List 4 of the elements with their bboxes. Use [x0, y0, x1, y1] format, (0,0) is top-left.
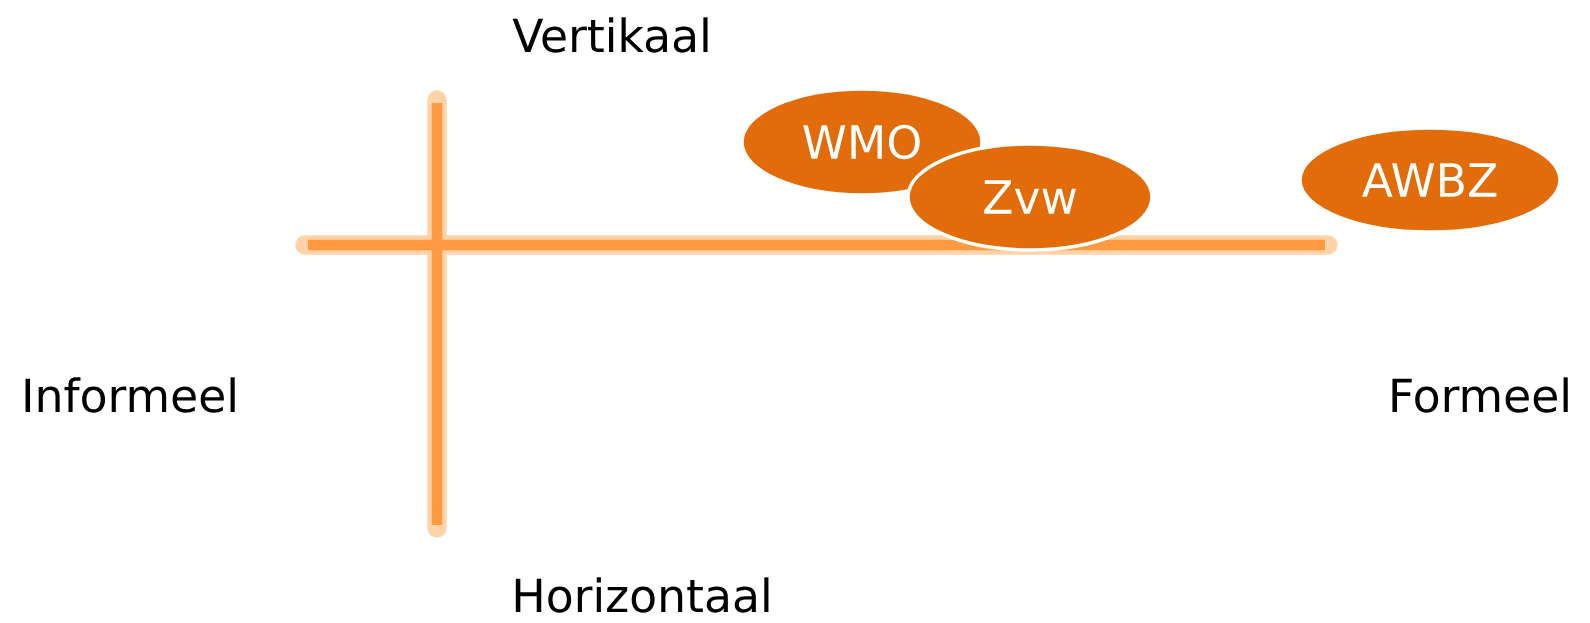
axis-label: Formeel: [1392, 377, 1568, 413]
axis-label: Horizontaal: [515, 577, 769, 613]
axis-label: Vertikaal: [512, 17, 708, 53]
axis-label: Informeel: [25, 377, 235, 413]
